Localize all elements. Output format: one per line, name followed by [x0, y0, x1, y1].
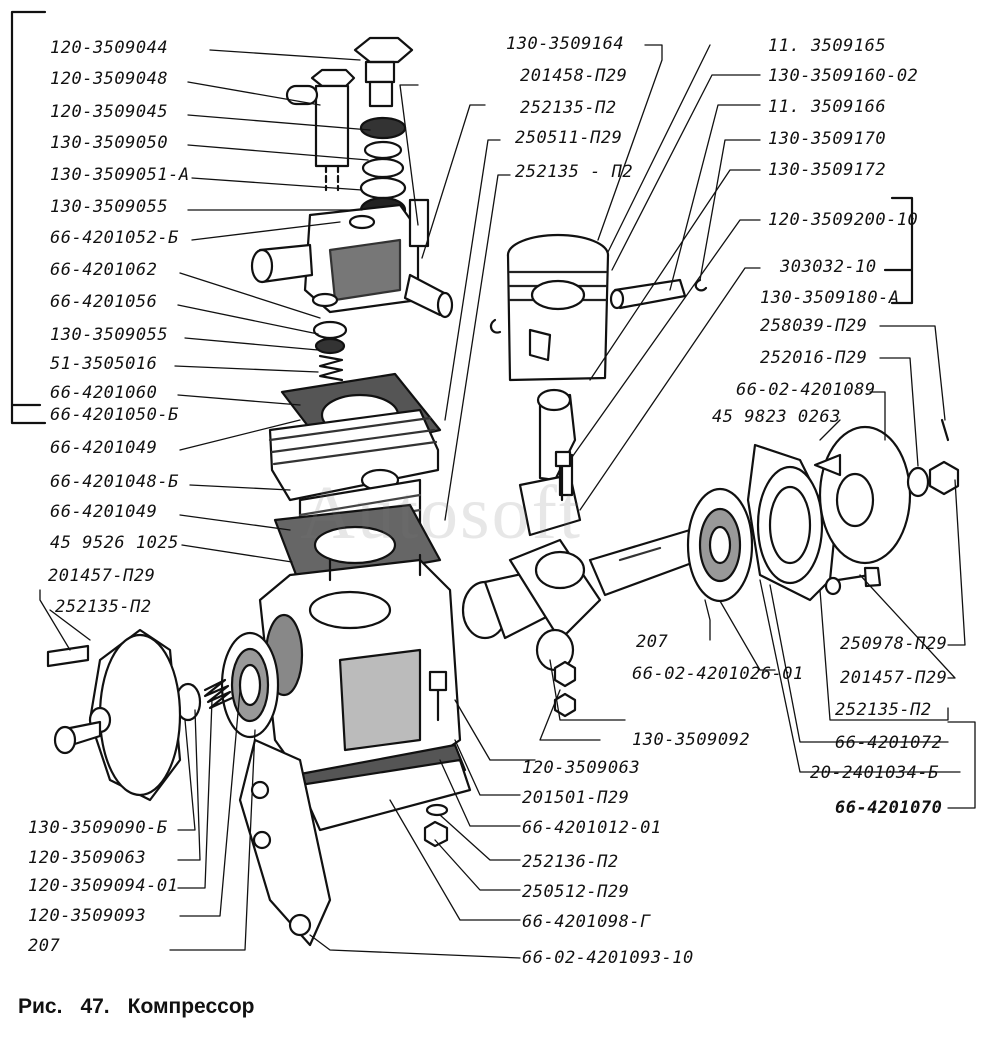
part-label: 130-3509092: [632, 730, 751, 750]
valve-cap-part: [353, 36, 414, 108]
part-label: 130-3509055: [50, 325, 169, 345]
part-label: 250978-П29: [840, 634, 948, 654]
part-label: 250511-П29: [515, 128, 623, 148]
part-label: 66-02-4201093-10: [522, 948, 694, 968]
part-label: 252135 - П2: [515, 162, 634, 182]
part-label: 45 9823 0263: [712, 407, 841, 427]
part-label: 252136-П2: [522, 852, 619, 872]
part-label: 201458-П29: [520, 66, 628, 86]
piston: [506, 233, 610, 382]
part-label: 11. 3509165: [768, 36, 887, 56]
mounting-bracket: [238, 738, 332, 947]
part-label: 66-4201052-Б: [50, 228, 179, 248]
part-label: 120-3509044: [50, 38, 169, 58]
part-label: 66-4201070: [835, 798, 943, 818]
part-label: 66-4201060: [50, 383, 158, 403]
left-cover-parts: [46, 628, 202, 802]
pulley-nut: [928, 460, 960, 496]
part-label: 66-4201056: [50, 292, 158, 312]
part-label: 207: [636, 632, 669, 652]
pulley: [813, 425, 912, 565]
part-label: 130-3509055: [50, 197, 169, 217]
part-label: 252016-П29: [760, 348, 868, 368]
caption-number: 47.: [80, 995, 110, 1018]
part-label: 66-4201012-01: [522, 818, 662, 838]
part-label: 120-3509045: [50, 102, 169, 122]
part-label: 66-02-4201026-01: [632, 664, 804, 684]
part-label: 20-2401034-Б: [810, 763, 939, 783]
part-label: 120-3509094-01: [28, 876, 179, 896]
part-label: 66-4201072: [835, 733, 943, 753]
part-label: 11. 3509166: [768, 97, 887, 117]
part-label: 66-4201062: [50, 260, 158, 280]
bolts: [423, 450, 882, 848]
part-label: 207: [28, 936, 61, 956]
part-label: 120-3509200-10: [768, 210, 919, 230]
part-label: 201457-П29: [48, 566, 156, 586]
part-label: 130-3509160-02: [768, 66, 919, 86]
part-label: 130-3509051-A: [50, 165, 190, 185]
part-label: 252135-П2: [55, 597, 152, 617]
unloader-plunger-part: [285, 68, 356, 192]
pulley-washer: [906, 466, 930, 498]
crankshaft: [461, 528, 702, 672]
part-label: 130-3509090-Б: [28, 818, 168, 838]
part-label: 45 9526 1025: [50, 533, 179, 553]
piston-circlip-left: [489, 318, 502, 334]
part-label: 120-3509063: [28, 848, 147, 868]
part-label: 130-3509164: [506, 34, 625, 54]
part-label: 201501-П29: [522, 788, 630, 808]
part-label: 120-3509093: [28, 906, 147, 926]
part-label: 252135-П2: [835, 700, 932, 720]
part-label: 258039-П29: [760, 316, 868, 336]
piston-pin: [609, 278, 687, 310]
caption-title: Компрессор: [127, 995, 255, 1018]
figure-caption: Рис. 47. Компрессор: [18, 995, 272, 1019]
cylinder-head-upper: [250, 198, 454, 319]
part-label: 130-3509170: [768, 129, 887, 149]
bottom-cover: [298, 758, 472, 832]
part-label: 66-4201098-Г: [522, 912, 651, 932]
part-label: 130-3509050: [50, 133, 169, 153]
part-label: 51-3505016: [50, 354, 158, 374]
part-label: 303032-10: [780, 257, 877, 277]
part-label: 120-3509063: [522, 758, 641, 778]
bearing-cover: [746, 443, 837, 602]
part-label: 66-02-4201089: [736, 380, 876, 400]
left-seal-spring: [203, 678, 234, 710]
part-label: 66-4201050-Б: [50, 405, 179, 425]
crankcase: [258, 553, 462, 777]
right-bearing: [686, 487, 754, 603]
part-label: 130-3509172: [768, 160, 887, 180]
piston-pin-circlip: [694, 278, 708, 292]
part-label: 201457-П29: [840, 668, 948, 688]
part-label: 120-3509048: [50, 69, 169, 89]
part-label: 130-3509180-A: [760, 288, 900, 308]
left-bearing: [220, 631, 280, 739]
part-label: 250512-П29: [522, 882, 630, 902]
part-label: 252135-П2: [520, 98, 617, 118]
part-label: 66-4201049: [50, 502, 158, 522]
part-label: 66-4201048-Б: [50, 472, 179, 492]
part-label: 66-4201049: [50, 438, 158, 458]
caption-prefix: Рис.: [18, 995, 63, 1018]
left-group-bracket: [10, 10, 47, 425]
watermark: Autosoft: [300, 471, 582, 555]
cotter-pin: [940, 418, 950, 442]
right-group-bracket: [883, 196, 914, 305]
